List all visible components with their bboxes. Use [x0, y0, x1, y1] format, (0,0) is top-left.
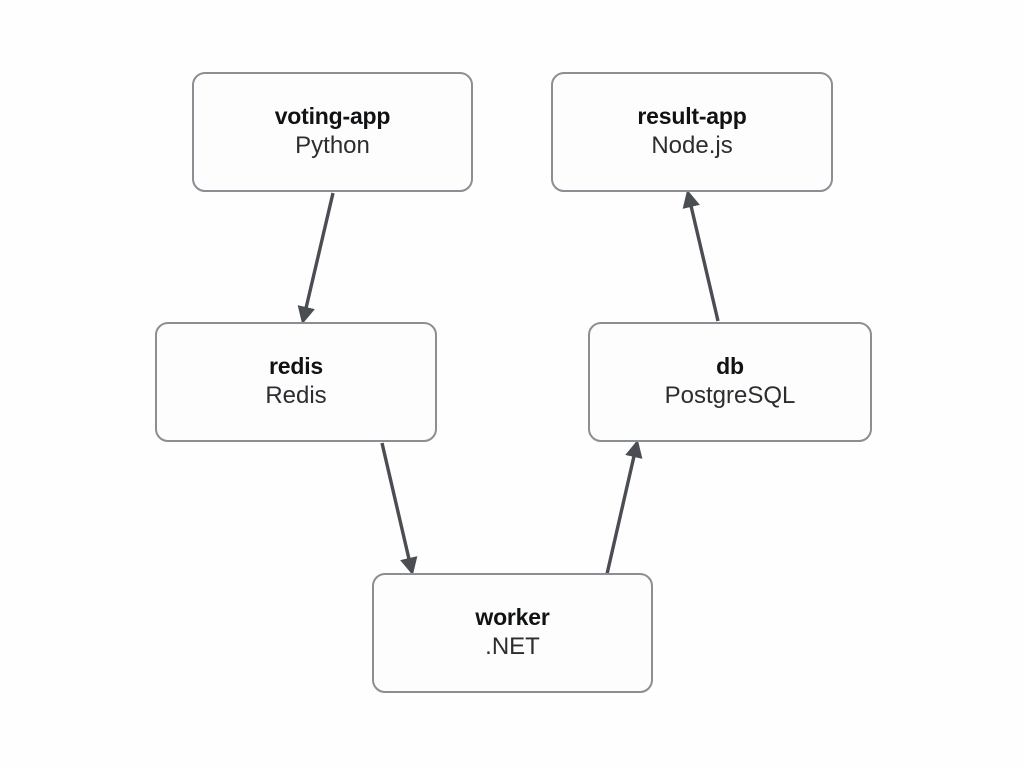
edge-db-to-result-app [682, 189, 720, 322]
edge-redis-to-worker [380, 442, 418, 576]
node-db[interactable]: db PostgreSQL [588, 322, 872, 442]
node-subtitle: Node.js [651, 132, 733, 160]
node-result-app[interactable]: result-app Node.js [551, 72, 833, 192]
edge-voting-app-to-redis [297, 192, 335, 325]
node-title: worker [475, 604, 550, 631]
node-subtitle: Python [295, 132, 370, 160]
node-title: result-app [637, 103, 747, 130]
node-subtitle: PostgreSQL [664, 382, 796, 410]
node-title: voting-app [274, 103, 391, 130]
node-title: redis [269, 353, 323, 380]
node-title: db [716, 353, 744, 380]
node-redis[interactable]: redis Redis [155, 322, 437, 442]
node-worker[interactable]: worker .NET [372, 573, 653, 693]
edge-worker-to-db [605, 439, 643, 575]
node-subtitle: Redis [265, 382, 327, 410]
node-voting-app[interactable]: voting-app Python [192, 72, 473, 192]
node-subtitle: .NET [485, 633, 540, 661]
